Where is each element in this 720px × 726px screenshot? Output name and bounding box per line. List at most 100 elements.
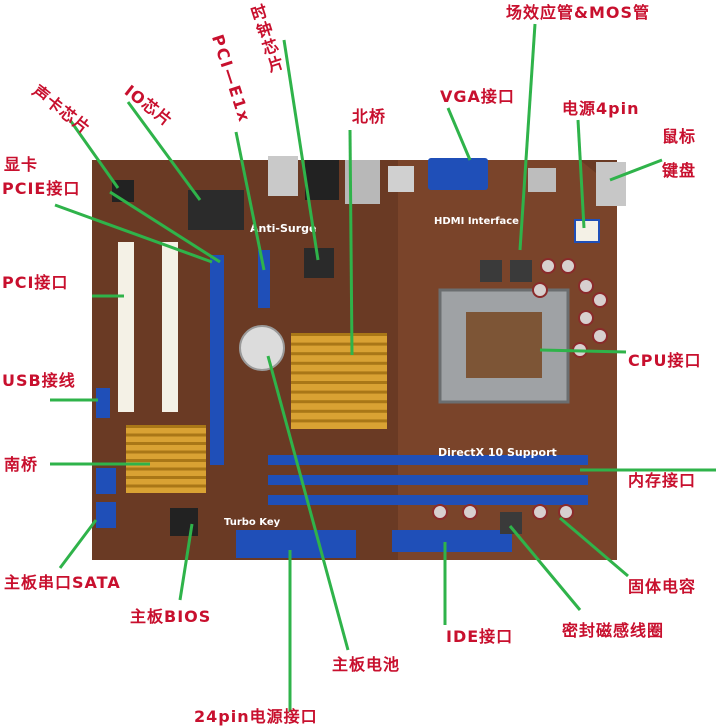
hdmi-connector [528,168,556,192]
label-sata: 主板串口SATA [4,573,121,592]
rear-io-audio [305,160,339,200]
capacitor [578,278,594,294]
label-north-bridge: 北桥 [352,107,387,126]
heatsink-fin [126,484,206,488]
leader-mouse-keyboard [609,158,663,182]
heatsink-fin [291,390,387,394]
heatsink-fin [126,450,206,454]
heatsink-fin [126,442,206,445]
power-4pin-connector [574,219,600,243]
heatsink-fin [126,425,206,428]
capacitor [532,282,548,298]
leader-solid-cap [559,516,629,578]
label-solid-cap: 固体电容 [628,577,697,596]
label-24pin: 24pin电源接口 [194,707,318,726]
bios-chip [170,508,198,536]
label-pci-slot: PCI接口 [2,273,69,292]
ram-slot-2 [268,475,588,485]
heatsink-fin [291,361,387,365]
leader-field-effect [518,23,537,251]
pci-slot-1 [118,242,134,412]
heatsink-fin [291,333,387,336]
label-choke: 密封磁感线圈 [562,621,665,640]
choke-1 [480,260,502,282]
ide-connector [392,530,512,552]
leader-gpu [54,203,213,264]
pcie-x16-slot [210,255,224,465]
label-field-effect-mos: 场效应管&MOS管 [506,3,651,22]
sata-connector-1 [96,468,116,494]
label-mouse: 鼠标 [662,127,697,146]
label-bios: 主板BIOS [130,607,212,626]
capacitor [540,258,556,274]
directx-text: DirectX 10 Support [438,446,557,459]
leader-sata [58,519,98,569]
cpu-socket-center [466,312,542,378]
heatsink-fin [291,352,387,356]
capacitor [592,292,608,308]
heatsink-fin [291,419,387,423]
label-cpu: CPU接口 [628,351,702,370]
heatsink-fin [126,459,206,462]
heatsink-fin [291,400,387,404]
leader-power-4pin [576,119,586,229]
ps2-connector [596,162,626,206]
label-south-bridge: 南桥 [4,455,39,474]
capacitor [558,504,574,520]
capacitors [432,258,608,520]
clock-chip [304,248,334,278]
ram-slot-3 [268,495,588,505]
heatsink-fins [291,333,387,423]
label-keyboard: 键盘 [662,161,697,180]
choke-2 [510,260,532,282]
heatsink-fin [291,381,387,384]
vga-connector [428,158,488,190]
leader-clock-chip [282,39,320,261]
label-memory: 内存接口 [628,471,697,490]
capacitor [560,258,576,274]
pci-slot-2 [162,242,178,412]
turbo-key-text: Turbo Key [224,517,281,528]
leader-vga [446,107,472,161]
capacitor [532,504,548,520]
leader-lines [50,23,716,712]
hdmi-interface-text: HDMI Interface [434,216,519,227]
ram-slot-1 [268,455,588,465]
label-pcie-slot: PCIE接口 [2,179,81,198]
label-gpu: 显卡 [4,155,39,174]
pcie-x1-slot [258,250,270,308]
heatsink-fin [291,409,387,413]
cpu-socket [438,288,570,404]
leader-sound-chip [68,119,120,189]
anti-surge-text: Anti-Surge [250,222,316,235]
leader-choke [508,525,582,611]
label-battery: 主板电池 [332,655,401,674]
heatsink-fin [126,433,206,437]
atx-24pin-connector [236,530,356,558]
heatsink-fin [126,476,206,479]
cmos-battery [239,325,285,371]
leader-bios [178,523,194,601]
leader-battery [266,355,350,651]
leader-io-chip [126,101,202,201]
heatsink-fins [126,425,206,488]
choke-3 [500,512,522,534]
leader-cpu [539,348,627,354]
heatsink-fin [291,371,387,375]
label-usb: USB接线 [2,371,76,390]
leader-north-bridge [348,129,354,356]
leader-pcie [109,190,221,264]
leader-pcie-x1 [234,131,266,271]
capacitor [462,504,478,520]
capacitor [578,310,594,326]
sata-connector-2 [96,502,116,528]
usb-header [96,388,110,418]
capacitor [592,328,608,344]
heatsink-fin [126,467,206,471]
heatsink-fin [291,342,387,346]
label-power-4pin: 电源4pin [562,99,640,118]
rear-io-usb [388,166,414,192]
label-ide: IDE接口 [446,627,514,646]
